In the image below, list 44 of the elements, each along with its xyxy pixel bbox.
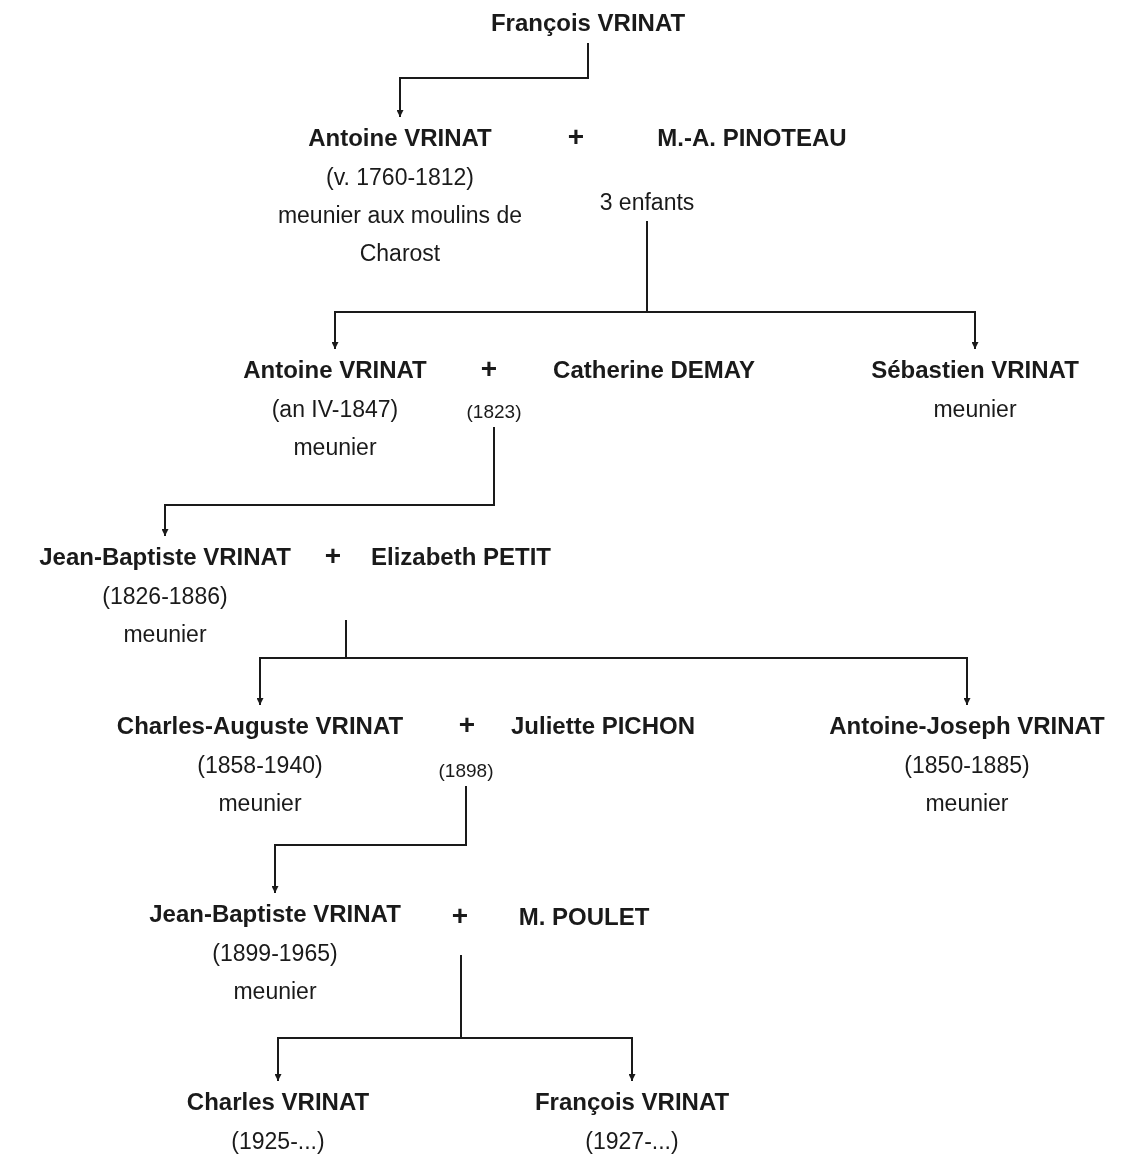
connector-arrow: [161, 426, 495, 537]
person-name: Charles-Auguste VRINAT: [116, 711, 404, 741]
person-detail: (an IV-1847): [270, 395, 400, 424]
connector-arrow: [460, 954, 636, 1082]
person-name: Catherine DEMAY: [553, 355, 755, 385]
marriage-note: (1898): [438, 759, 494, 783]
person-name: Antoine VRINAT: [307, 123, 493, 153]
person-detail: meunier aux moulins de Charost: [276, 201, 524, 268]
person-detail: meunier: [932, 395, 1018, 424]
person-name: M.-A. PINOTEAU: [657, 123, 847, 153]
plus-sign: +: [567, 123, 585, 151]
connector-arrow: [271, 785, 467, 894]
person-name: Charles VRINAT: [186, 1087, 370, 1117]
person-detail: (1826-1886): [101, 582, 229, 611]
person-detail: (1899-1965): [211, 939, 339, 968]
plus-sign: +: [324, 542, 342, 570]
person-detail: (1925-...): [230, 1127, 326, 1156]
person-detail: meunier: [217, 789, 303, 818]
person-detail: meunier: [232, 977, 318, 1006]
person-name: Jean-Baptiste VRINAT: [39, 542, 291, 572]
person-detail: (1850-1885): [903, 751, 1031, 780]
person-name: Elizabeth PETIT: [371, 542, 551, 572]
person-name: Juliette PICHON: [511, 711, 695, 741]
person-detail: (1927-...): [584, 1127, 680, 1156]
person-name: Antoine VRINAT: [243, 355, 427, 385]
person-detail: meunier: [924, 789, 1010, 818]
person-name: M. POULET: [518, 902, 650, 932]
connector-arrow: [646, 220, 979, 350]
person-detail: meunier: [122, 620, 208, 649]
person-name: Jean-Baptiste VRINAT: [149, 899, 401, 929]
plus-sign: +: [458, 711, 476, 739]
person-name: Antoine-Joseph VRINAT: [829, 711, 1105, 741]
person-name: François VRINAT: [490, 8, 686, 38]
person-name: François VRINAT: [534, 1087, 730, 1117]
person-detail: meunier: [292, 433, 378, 462]
person-detail: (1858-1940): [196, 751, 324, 780]
person-name: Sébastien VRINAT: [871, 355, 1079, 385]
person-detail: (v. 1760-1812): [325, 163, 475, 192]
person-detail: 3 enfants: [599, 188, 695, 217]
plus-sign: +: [480, 355, 498, 383]
connector-arrow: [345, 619, 971, 706]
plus-sign: +: [451, 902, 469, 930]
marriage-note: (1823): [466, 400, 522, 424]
connector-arrow: [396, 42, 589, 118]
